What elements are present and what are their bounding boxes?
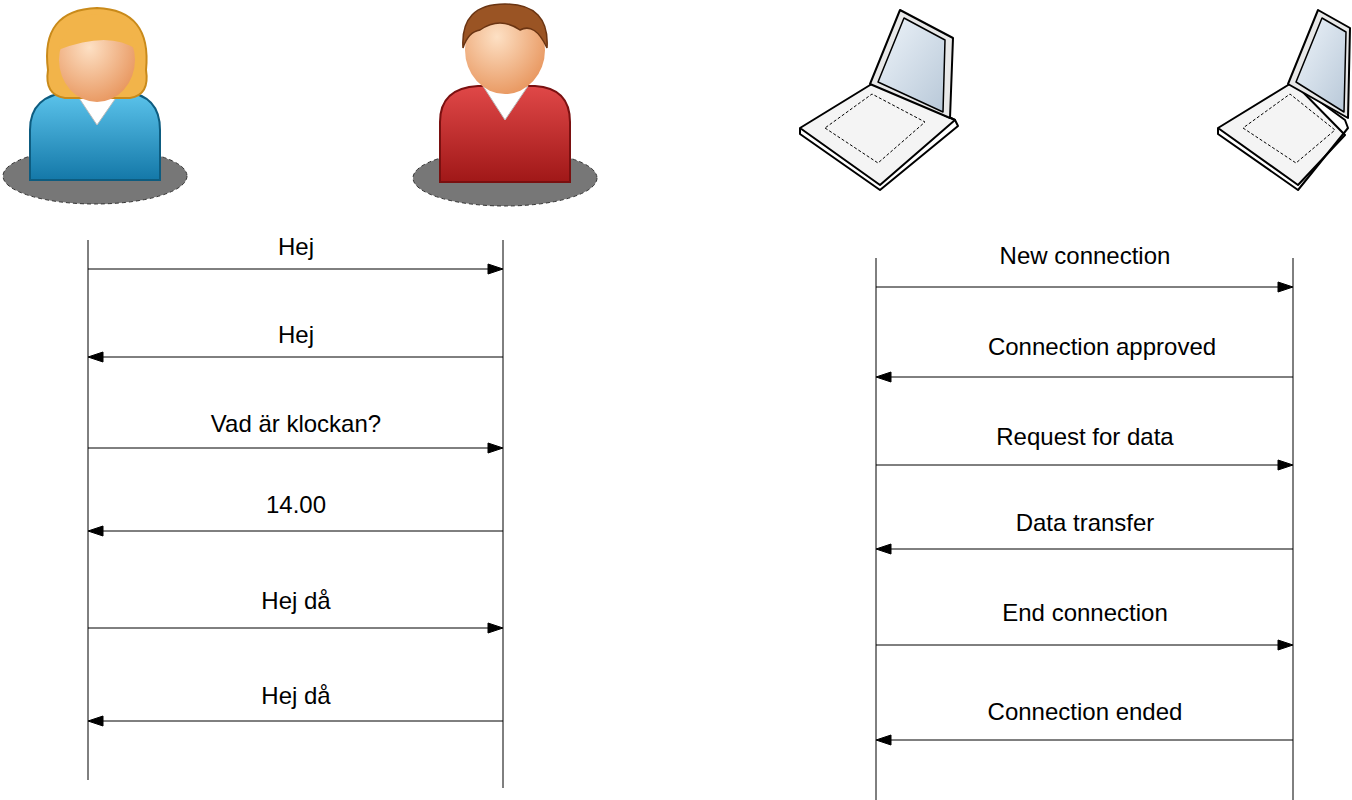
message-label: Hej då <box>261 587 330 616</box>
message-label: Hej <box>278 233 314 262</box>
lifeline <box>88 240 1293 800</box>
message-label: Connection ended <box>988 698 1183 727</box>
message-label: End connection <box>1002 599 1167 628</box>
person-icon <box>3 8 187 204</box>
person-icon <box>413 4 597 206</box>
message-label: Connection approved <box>988 333 1216 362</box>
message-label: Data transfer <box>1016 509 1155 538</box>
message-label: New connection <box>1000 242 1171 271</box>
message-label: Request for data <box>996 423 1173 452</box>
message-label: Vad är klockan? <box>211 410 381 439</box>
message-arrow <box>88 264 1293 745</box>
laptop-icon <box>1218 10 1350 190</box>
message-label: 14.00 <box>266 491 326 520</box>
laptop-icon <box>800 10 958 190</box>
message-label: Hej <box>278 321 314 350</box>
message-label: Hej då <box>261 682 330 711</box>
